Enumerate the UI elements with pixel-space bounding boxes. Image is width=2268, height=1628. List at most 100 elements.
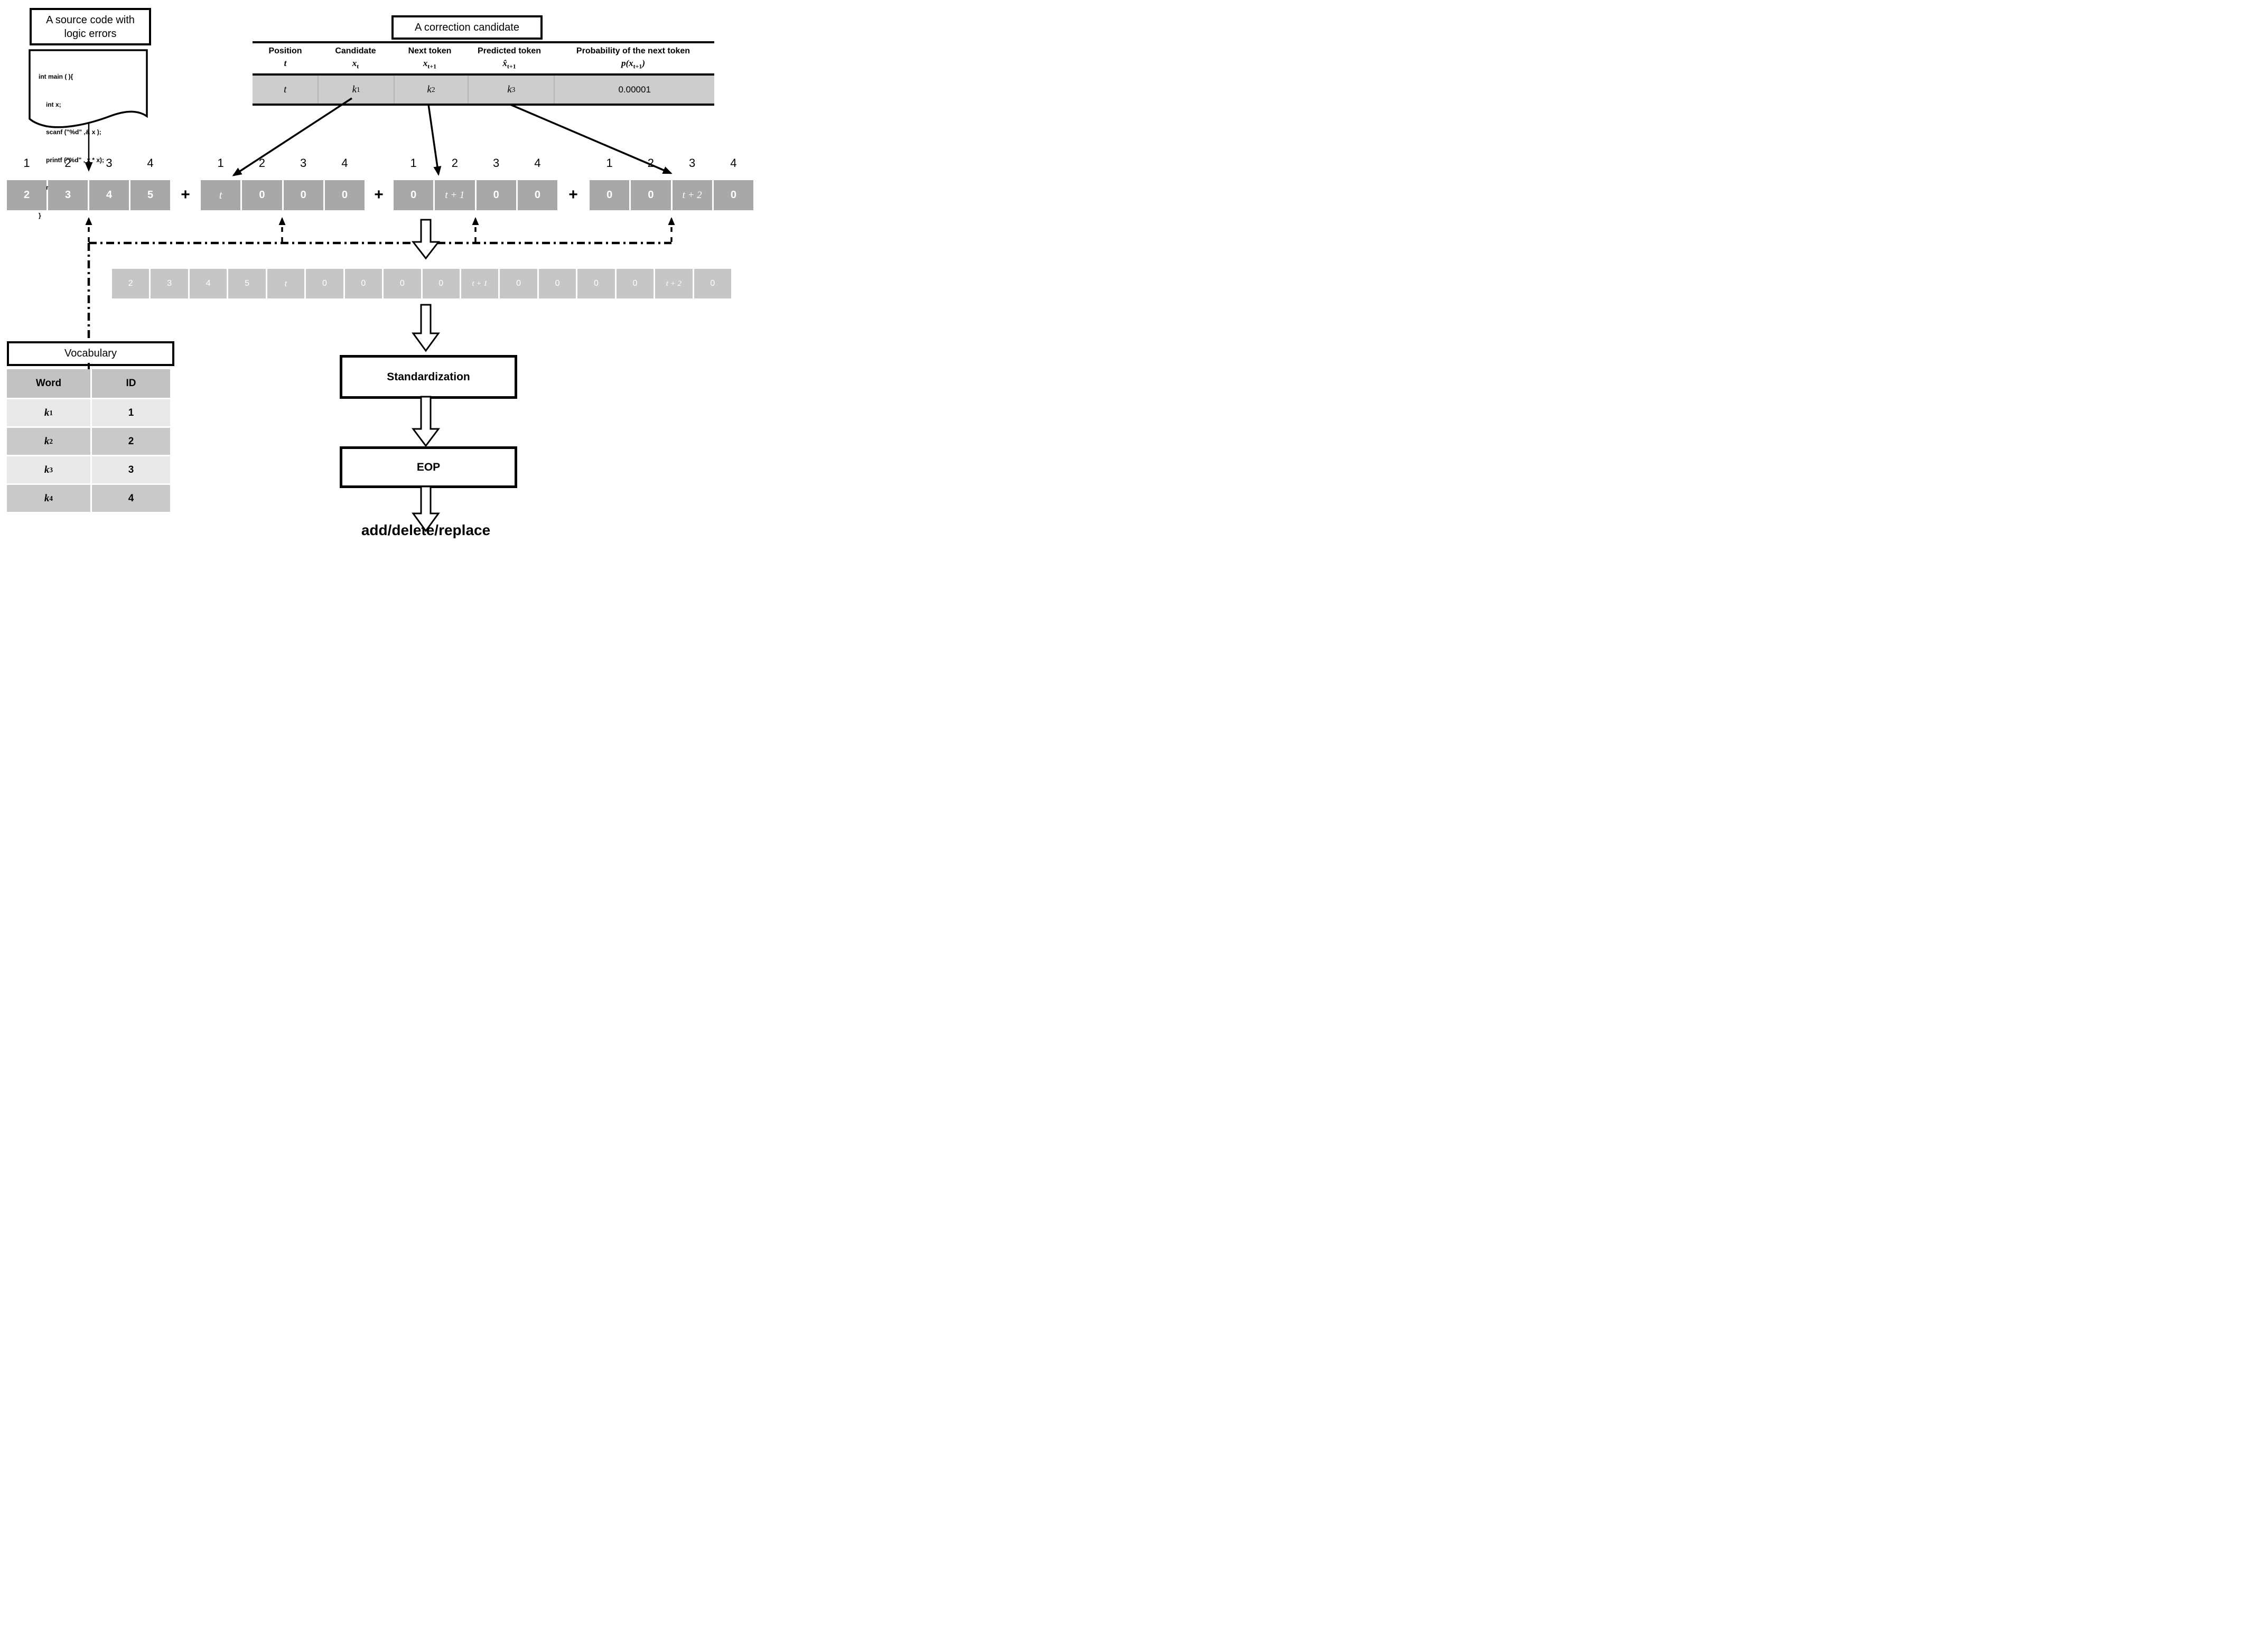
vocab-id: 2 xyxy=(92,428,170,455)
base-token-array: 2 3 4 5 xyxy=(7,180,170,210)
array-cell: 5 xyxy=(130,180,170,210)
array-cell: 0 xyxy=(242,180,282,210)
standardization-box: Standardization xyxy=(340,355,517,399)
array-cell: t + 1 xyxy=(435,180,475,210)
code-line: int x; xyxy=(46,100,61,108)
correction-candidate-title-box: A correction candidate xyxy=(391,15,543,40)
array-cell: t + 2 xyxy=(672,180,712,210)
index-label: 2 xyxy=(451,156,458,170)
index-label: 3 xyxy=(300,156,307,170)
concat-cell: 0 xyxy=(616,269,654,298)
vocab-header-id: ID xyxy=(92,369,170,398)
concat-cell: 0 xyxy=(422,269,460,298)
index-label: 4 xyxy=(730,156,737,170)
vocab-id: 1 xyxy=(92,399,170,426)
vocabulary-title-box: Vocabulary xyxy=(7,341,174,366)
array-cell: 0 xyxy=(283,180,323,210)
array-cell: 2 xyxy=(7,180,46,210)
concat-cell: 0 xyxy=(694,269,731,298)
index-label: 4 xyxy=(147,156,154,170)
block-arrow-to-concat xyxy=(411,219,441,260)
index-label: 3 xyxy=(106,156,113,170)
diagram-canvas: A source code with logic errors int main… xyxy=(0,0,756,542)
array-cell: 0 xyxy=(631,180,671,210)
array-cell: 0 xyxy=(476,180,516,210)
cell-position: t xyxy=(253,76,319,104)
index-label: 1 xyxy=(410,156,417,170)
block-arrow-to-standardization xyxy=(412,304,440,352)
block-arrow-to-eop xyxy=(412,396,440,447)
array-cell: 0 xyxy=(517,180,557,210)
index-label: 1 xyxy=(217,156,224,170)
index-label: 4 xyxy=(341,156,348,170)
eop-label: EOP xyxy=(416,461,441,473)
index-label: 1 xyxy=(606,156,613,170)
concat-cell: 0 xyxy=(384,269,421,298)
source-code-title-box: A source code with logic errors xyxy=(30,8,151,45)
index-labels-position-array-1: 1 2 3 4 xyxy=(201,156,365,170)
concat-cell: 5 xyxy=(228,269,266,298)
position-array-2: 0 t + 1 0 0 xyxy=(394,180,557,210)
column-header-candidate: Candidate xt xyxy=(335,46,376,70)
array-cell: t xyxy=(201,180,241,210)
vocab-id: 4 xyxy=(92,485,170,512)
eop-box: EOP xyxy=(340,446,517,488)
plus-operator: + xyxy=(374,186,384,203)
concat-cell: 2 xyxy=(112,269,150,298)
concat-cell: 0 xyxy=(306,269,343,298)
array-cell: 3 xyxy=(48,180,88,210)
position-array-3: 0 0 t + 2 0 xyxy=(590,180,753,210)
standardization-label: Standardization xyxy=(387,370,470,383)
code-line: } xyxy=(39,211,41,219)
index-label: 2 xyxy=(647,156,654,170)
vocabulary-title: Vocabulary xyxy=(64,348,117,359)
index-label: 1 xyxy=(23,156,30,170)
source-code-document-shape xyxy=(29,49,148,128)
column-header-probability: Probability of the next token p(xt+1) xyxy=(576,46,690,70)
plus-operator: + xyxy=(181,186,190,203)
table-rule-top xyxy=(253,41,714,43)
array-cell: 4 xyxy=(89,180,129,210)
column-header-next-token: Next token xt+1 xyxy=(408,46,452,70)
output-operations-label: add/delete/replace xyxy=(361,522,491,538)
concatenated-vector: 2 3 4 5 t 0 0 0 0 t + 1 0 0 0 0 t + 2 0 xyxy=(112,269,731,298)
concat-cell: 3 xyxy=(151,269,188,298)
code-line: int main ( ){ xyxy=(39,73,73,80)
position-array-1: t 0 0 0 xyxy=(201,180,365,210)
concat-cell: 0 xyxy=(344,269,382,298)
vocabulary-header-row: Word ID xyxy=(7,369,170,398)
index-label: 2 xyxy=(64,156,71,170)
concat-cell: t + 1 xyxy=(461,269,499,298)
cell-probability: 0.00001 xyxy=(618,84,651,95)
plus-operator: + xyxy=(568,186,578,203)
source-code-title: A source code with logic errors xyxy=(46,14,135,40)
concat-cell: t + 2 xyxy=(655,269,693,298)
array-cell: 0 xyxy=(394,180,434,210)
index-labels-position-array-3: 1 2 3 4 xyxy=(590,156,753,170)
correction-candidate-table: Position t Candidate xt Next token xt+1 … xyxy=(253,41,714,106)
concat-cell: 4 xyxy=(189,269,227,298)
column-header-position: Position t xyxy=(268,46,302,68)
index-label: 3 xyxy=(689,156,696,170)
array-cell: 0 xyxy=(324,180,365,210)
table-rule-bottom xyxy=(253,104,714,106)
concat-cell: 0 xyxy=(500,269,537,298)
array-cell: 0 xyxy=(713,180,753,210)
index-label: 2 xyxy=(258,156,265,170)
column-header-predicted-token: Predicted token x̂t+1 xyxy=(477,46,542,70)
index-labels-position-array-2: 1 2 3 4 xyxy=(394,156,557,170)
code-line: scanf ("%d" ,& x ); xyxy=(46,128,101,136)
concat-cell: t xyxy=(267,269,305,298)
index-label: 3 xyxy=(493,156,500,170)
